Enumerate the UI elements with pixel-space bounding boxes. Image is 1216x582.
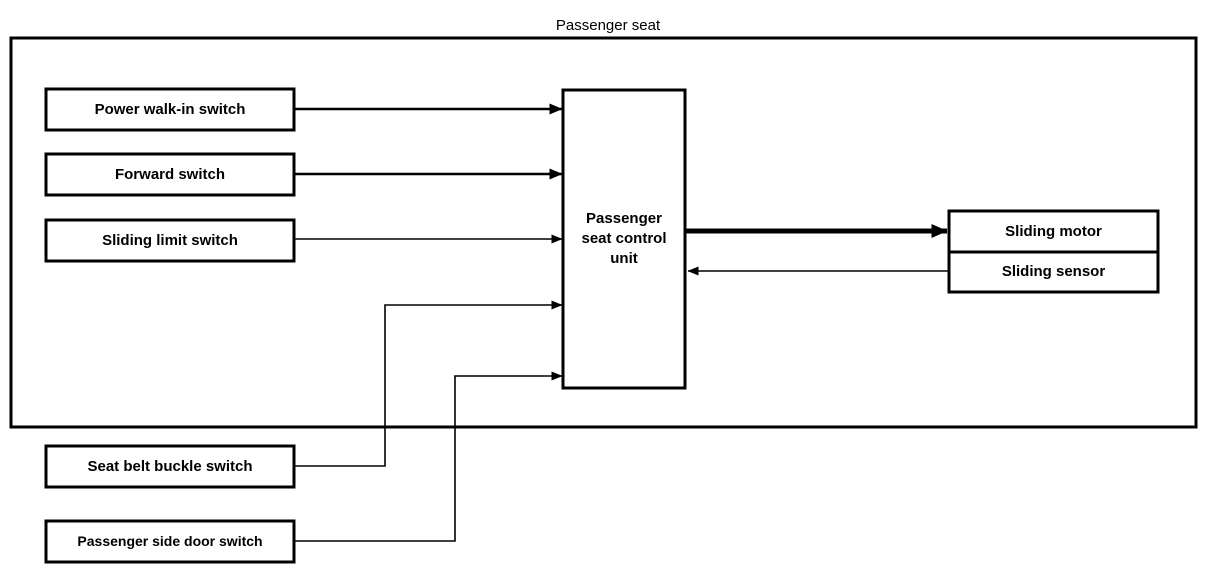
connection-door-switch-to-control-unit <box>294 371 563 542</box>
node-sliding-sensor[interactable] <box>947 250 1160 294</box>
label-sliding-motor: Sliding motor <box>1005 222 1102 240</box>
label-passenger-side-door-switch: Passenger side door switch <box>77 533 263 550</box>
node-passenger-seat-control-unit[interactable] <box>561 88 687 390</box>
node-sliding-motor[interactable] <box>947 209 1160 254</box>
diagram-title: Passenger seat <box>555 17 661 35</box>
node-passenger-side-door-switch[interactable] <box>44 519 296 564</box>
passenger-seat-boundary <box>9 36 1198 429</box>
label-passenger-seat-control-unit: Passenger seat control unit <box>581 210 667 267</box>
node-power-walk-in-switch[interactable] <box>44 87 296 132</box>
node-seat-belt-buckle-switch[interactable] <box>44 444 296 489</box>
label-power-walk-in-switch: Power walk-in switch <box>94 100 246 118</box>
label-seat-belt-buckle-switch: Seat belt buckle switch <box>87 457 253 475</box>
label-sliding-limit-switch: Sliding limit switch <box>102 231 238 249</box>
node-sliding-limit-switch[interactable] <box>44 218 296 263</box>
connection-seat-belt-to-control-unit <box>294 300 563 467</box>
label-sliding-sensor: Sliding sensor <box>1001 263 1106 281</box>
node-forward-switch[interactable] <box>44 152 296 197</box>
label-forward-switch: Forward switch <box>114 165 226 183</box>
